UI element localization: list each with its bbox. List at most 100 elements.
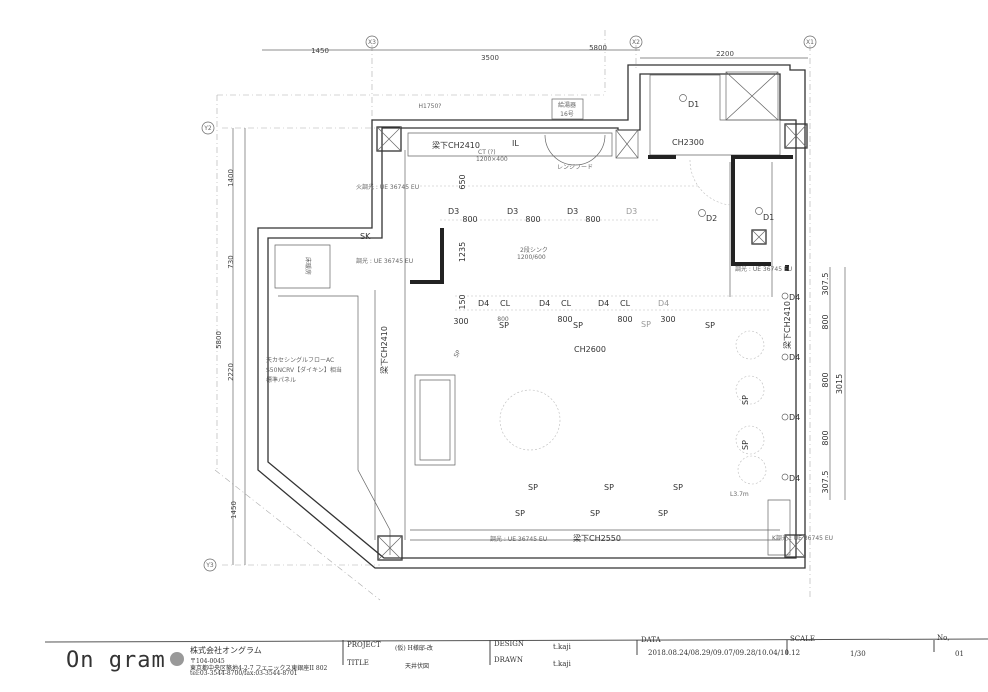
- label-d4-1: D4: [478, 299, 489, 308]
- project-value: (仮) H様邸-改: [395, 645, 433, 652]
- dim-5800-top: 5800: [589, 44, 607, 52]
- title-label: TITLE: [347, 659, 369, 667]
- label-beam-ch2410-right: 梁下CH2410: [783, 301, 792, 349]
- label-sp: SP: [528, 483, 538, 492]
- column-icon: [376, 126, 402, 152]
- label-floor-heating: 床暖房: [304, 257, 312, 275]
- dim-800-b: 800: [557, 315, 572, 324]
- dim-150: 150: [458, 294, 467, 309]
- label-range-hood: レンジフード: [557, 164, 593, 171]
- columns: [376, 71, 808, 561]
- dim-3015: 3015: [835, 374, 844, 394]
- dim-307-5-top: 307.5: [821, 273, 830, 296]
- dim-1450-top: 1450: [311, 47, 329, 55]
- label-beam-ch2550: 梁下CH2550: [573, 534, 621, 543]
- label-sp: SP: [453, 349, 463, 359]
- label-ct-size: 1200×400: [476, 156, 508, 163]
- company-name: 株式会社オングラム: [190, 646, 262, 655]
- label-d4-4: D4: [658, 299, 669, 308]
- column-icon: [377, 535, 403, 561]
- label-sp: SP: [658, 509, 668, 518]
- dim-2220: 2220: [227, 363, 235, 381]
- grid-y2: Y2: [203, 125, 212, 132]
- label-d4-r1: D4: [789, 293, 800, 302]
- project-label: PROJECT: [347, 641, 381, 649]
- label-water-heater-size: 16号: [560, 111, 574, 118]
- label-d3-1: D3: [448, 207, 459, 216]
- label-sp: SP: [515, 509, 525, 518]
- data-label: DATA: [641, 636, 661, 644]
- label-h1750: H1750?: [419, 103, 442, 110]
- dim-800-c: 800: [617, 315, 632, 324]
- label-d1-a: D1: [688, 100, 699, 109]
- dim-800-a: 800: [497, 316, 509, 323]
- label-d3-4: D3: [626, 207, 637, 216]
- label-d3-2: D3: [507, 207, 518, 216]
- label-ac-1: 天カセシングルフローAC: [266, 356, 334, 364]
- label-sp: SP: [741, 440, 750, 450]
- title-block-frame: [44, 638, 988, 666]
- dim-1235: 1235: [458, 242, 467, 262]
- label-dimmer-1: 火調光 : UE 36745 EU: [356, 183, 419, 191]
- logo-seal-icon: [170, 652, 184, 666]
- dim-1450-left: 1450: [230, 501, 238, 519]
- design-label: DESIGN: [494, 640, 524, 648]
- grid-y3: Y3: [205, 562, 214, 569]
- label-sp: SP: [604, 483, 614, 492]
- label-d4-r2: D4: [789, 353, 800, 362]
- dim-3500: 3500: [481, 54, 499, 62]
- label-beam-ch2410-top: 梁下CH2410: [432, 141, 480, 150]
- dim-1400: 1400: [227, 169, 235, 187]
- label-dimmer-4: 調光 : UE 36745 EU: [490, 535, 547, 543]
- label-d1-b: D1: [763, 213, 774, 222]
- label-cl-2: CL: [561, 299, 572, 308]
- company-tel: tel:03-3544-8700/fax:03-3544-8701: [190, 670, 298, 677]
- shaft-icon: [751, 229, 767, 245]
- dim-2200: 2200: [716, 50, 734, 58]
- dim-800-3: 800: [821, 430, 830, 445]
- label-ch2600: CH2600: [574, 345, 606, 354]
- drawn-value: t.kaji: [553, 660, 571, 668]
- dim-d3-800-3: 800: [585, 215, 600, 224]
- label-ch2300: CH2300: [672, 138, 704, 147]
- label-l3-7m: L3.7m: [730, 491, 749, 498]
- grid-x3: X3: [368, 39, 376, 46]
- dim-650: 650: [458, 174, 467, 189]
- label-d4-r4: D4: [789, 474, 800, 483]
- label-ct: CT (?): [478, 149, 496, 156]
- light-fixtures: [499, 94, 789, 485]
- grid-x1: X1: [806, 39, 814, 46]
- column-icon: [784, 534, 806, 558]
- company-address: 東京都中央区築地4-2-7 フェニックス東銀座II 802: [190, 665, 328, 672]
- sheet-no-label: No,: [937, 634, 950, 642]
- label-d2: D2: [706, 214, 717, 223]
- label-sp: SP: [499, 321, 509, 330]
- grid-lines: [214, 30, 846, 601]
- dim-300-a: 300: [453, 317, 468, 326]
- shaft-icon: [725, 71, 779, 121]
- label-d4-2: D4: [539, 299, 550, 308]
- dim-730: 730: [227, 255, 235, 268]
- data-value: 2018.08.24/08.29/09.07/09.28/10.04/10.12: [648, 649, 801, 657]
- dim-d3-800-1: 800: [462, 215, 477, 224]
- dim-5800-left: 5800: [215, 331, 223, 349]
- scale-value: 1/30: [850, 650, 866, 658]
- label-sp: SP: [641, 320, 651, 329]
- shaft-icon: [615, 129, 639, 159]
- dim-800-2: 800: [821, 372, 830, 387]
- label-cl-1: CL: [500, 299, 511, 308]
- label-d4-3: D4: [598, 299, 609, 308]
- label-il: IL: [512, 139, 519, 148]
- label-cl-3: CL: [620, 299, 631, 308]
- label-ac-3: 標準パネル: [266, 376, 296, 384]
- grid-x2: X2: [632, 39, 640, 46]
- label-dimmer-2: 調光 : UE 36745 EU: [356, 257, 413, 265]
- label-sp: SP: [573, 321, 583, 330]
- label-dimmer-3: 調光 : UE 36745 EU: [735, 265, 792, 273]
- label-sp: SP: [590, 509, 600, 518]
- label-d3-3: D3: [567, 207, 578, 216]
- scale-label: SCALE: [790, 635, 815, 643]
- label-sp: SP: [673, 483, 683, 492]
- grid-bubbles: X3 X2 X1 Y2 Y3: [201, 35, 817, 572]
